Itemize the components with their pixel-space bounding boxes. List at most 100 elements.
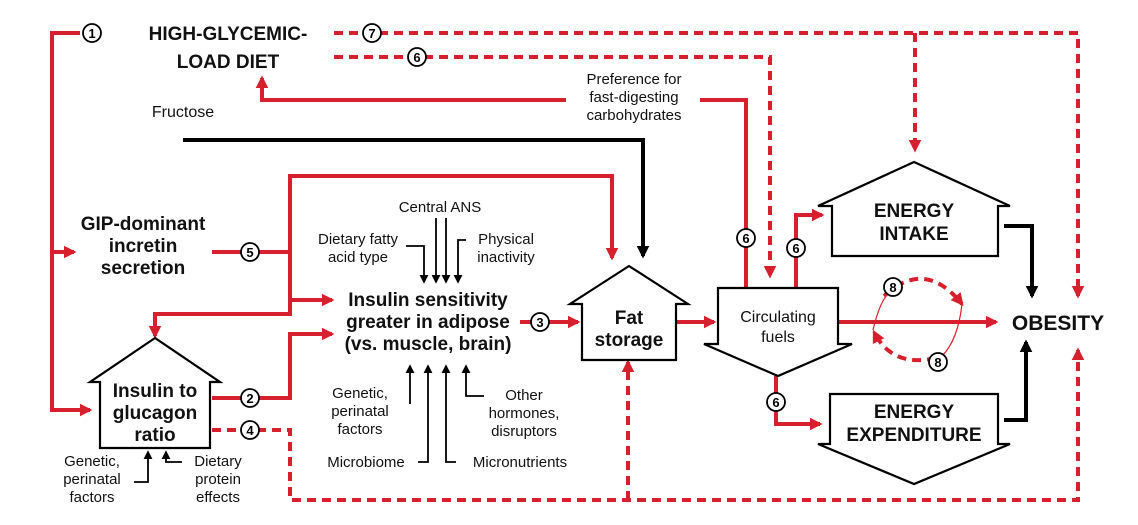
micronutrients-label: Micronutrients: [473, 454, 567, 471]
arrow-genetic-left: [134, 450, 153, 483]
dashed-loop-8-thin: [872, 291, 891, 331]
svg-text:6: 6: [792, 241, 799, 256]
marker-8b: 8: [928, 352, 948, 372]
arrow-to-insulin-ratio-top: [148, 252, 292, 339]
arrow-microbiome: [418, 364, 433, 463]
number-markers: 1 7 6 5 2 4 3 6 6 6 8 8: [82, 23, 948, 440]
svg-text:7: 7: [368, 26, 375, 41]
genetic-mid-label-2: perinatal: [331, 403, 389, 420]
marker-2: 2: [240, 388, 260, 408]
genetic-left-label-3: factors: [69, 489, 114, 506]
insulin-ratio-label-2: glucagon: [113, 403, 197, 424]
svg-text:2: 2: [246, 391, 253, 406]
circulating-label: Circulating: [740, 309, 816, 326]
svg-text:1: 1: [88, 26, 95, 41]
energy-intake-label-2: INTAKE: [879, 224, 948, 245]
energy-expenditure-shape: [817, 392, 1011, 486]
physical-label-2: inactivity: [477, 249, 535, 266]
svg-text:4: 4: [246, 423, 254, 438]
genetic-left-label: Genetic,: [64, 453, 120, 470]
dietary-protein-label-3: effects: [196, 489, 240, 506]
dashed-loop-8-top: [882, 276, 964, 306]
energy-intake-shape: [817, 160, 1011, 258]
circulating-label-2: fuels: [761, 329, 795, 346]
svg-text:8: 8: [934, 355, 941, 370]
marker-4: 4: [240, 420, 260, 440]
preference-label-3: carbohydrates: [586, 107, 681, 124]
svg-text:8: 8: [889, 280, 896, 295]
obesity-label: OBESITY: [1012, 312, 1104, 335]
labels: HIGH-GLYCEMIC- LOAD DIET Fructose Prefer…: [63, 20, 1104, 506]
insulin-ratio-shape: [86, 336, 224, 450]
energy-intake-label: ENERGY: [874, 201, 955, 222]
genetic-mid-label: Genetic,: [332, 385, 388, 402]
marker-7: 7: [362, 23, 382, 43]
red-solid-arrows: [50, 31, 999, 431]
insulin-sensitivity-label: Insulin sensitivity: [348, 290, 508, 311]
marker-3: 3: [530, 312, 550, 332]
fat-storage-label: Fat: [615, 308, 644, 329]
insulin-sensitivity-label-3: (vs. muscle, brain): [345, 334, 512, 355]
arrow-top-to-fat-storage: [288, 174, 619, 300]
gip-label-3: secretion: [101, 258, 185, 279]
arrow-dietary-protein: [161, 450, 182, 463]
other-hormones-label-2: hormones,: [489, 405, 560, 422]
preference-label: Preference for: [586, 71, 681, 88]
marker-6d: 6: [766, 392, 786, 412]
central-ans-label: Central ANS: [399, 199, 482, 216]
svg-text:6: 6: [413, 50, 420, 65]
energy-expenditure-label: ENERGY: [874, 402, 955, 423]
marker-6a: 6: [407, 47, 427, 67]
arrow-circulating-to-expenditure: [774, 376, 823, 431]
fructose-label: Fructose: [152, 104, 214, 121]
insulin-ratio-label-3: ratio: [134, 425, 175, 446]
arrow-physical: [453, 239, 466, 284]
fat-storage-shape: [566, 264, 692, 362]
black-arrows: [134, 138, 1039, 483]
fat-storage-label-2: storage: [595, 330, 664, 351]
dashed-diet-to-obesity: [334, 31, 1085, 299]
dietary-fatty-label: Dietary fatty: [318, 231, 399, 248]
dietary-fatty-label-2: acid type: [328, 249, 388, 266]
diet-label: HIGH-GLYCEMIC-: [149, 24, 308, 45]
marker-6c: 6: [786, 238, 806, 258]
other-hormones-label-3: disruptors: [491, 423, 557, 440]
dietary-protein-label: Dietary: [194, 453, 242, 470]
gip-label: GIP-dominant: [81, 214, 206, 235]
marker-1: 1: [82, 23, 102, 43]
arrow-micronutrients: [441, 364, 456, 463]
insulin-sensitivity-label-2: greater in adipose: [346, 312, 510, 333]
svg-text:3: 3: [536, 315, 543, 330]
energy-expenditure-label-2: EXPENDITURE: [846, 425, 981, 446]
dashed-diet-to-circulating: [334, 55, 777, 279]
physical-label: Physical: [478, 231, 534, 248]
gip-label-2: incretin: [109, 236, 178, 257]
arrow-dietary-fatty: [406, 245, 429, 284]
svg-text:6: 6: [742, 231, 749, 246]
dashed-loop-8-bottom: [872, 329, 937, 363]
circulating-fuels-shape: [703, 286, 853, 378]
dashed-bottom-loop: [212, 347, 1085, 502]
arrow-insulin-ratio-to-sensitivity: [212, 327, 335, 400]
red-dashed-arrows: [212, 31, 1085, 502]
diet-label-2: LOAD DIET: [177, 52, 280, 73]
marker-5: 5: [240, 242, 260, 262]
microbiome-label: Microbiome: [327, 454, 405, 471]
genetic-mid-label-3: factors: [337, 421, 382, 438]
dietary-protein-label-2: protein: [195, 471, 241, 488]
arrow-other-hormones: [461, 364, 484, 397]
arrow-expenditure-to-obesity: [1004, 339, 1033, 422]
genetic-left-label-2: perinatal: [63, 471, 121, 488]
svg-text:5: 5: [246, 245, 253, 260]
arrow-fructose-to-fat: [183, 138, 650, 259]
preference-label-2: fast-digesting: [589, 89, 678, 106]
marker-8a: 8: [883, 277, 903, 297]
other-hormones-label: Other: [505, 387, 543, 404]
arrow-preference-to-diet: [255, 75, 748, 290]
arrow-diet-to-insulin-ratio: [50, 31, 93, 417]
arrow-intake-to-obesity: [1004, 224, 1039, 299]
arrow-circulating-to-intake: [794, 208, 825, 288]
insulin-ratio-label: Insulin to: [113, 381, 197, 402]
marker-6b: 6: [736, 228, 756, 248]
